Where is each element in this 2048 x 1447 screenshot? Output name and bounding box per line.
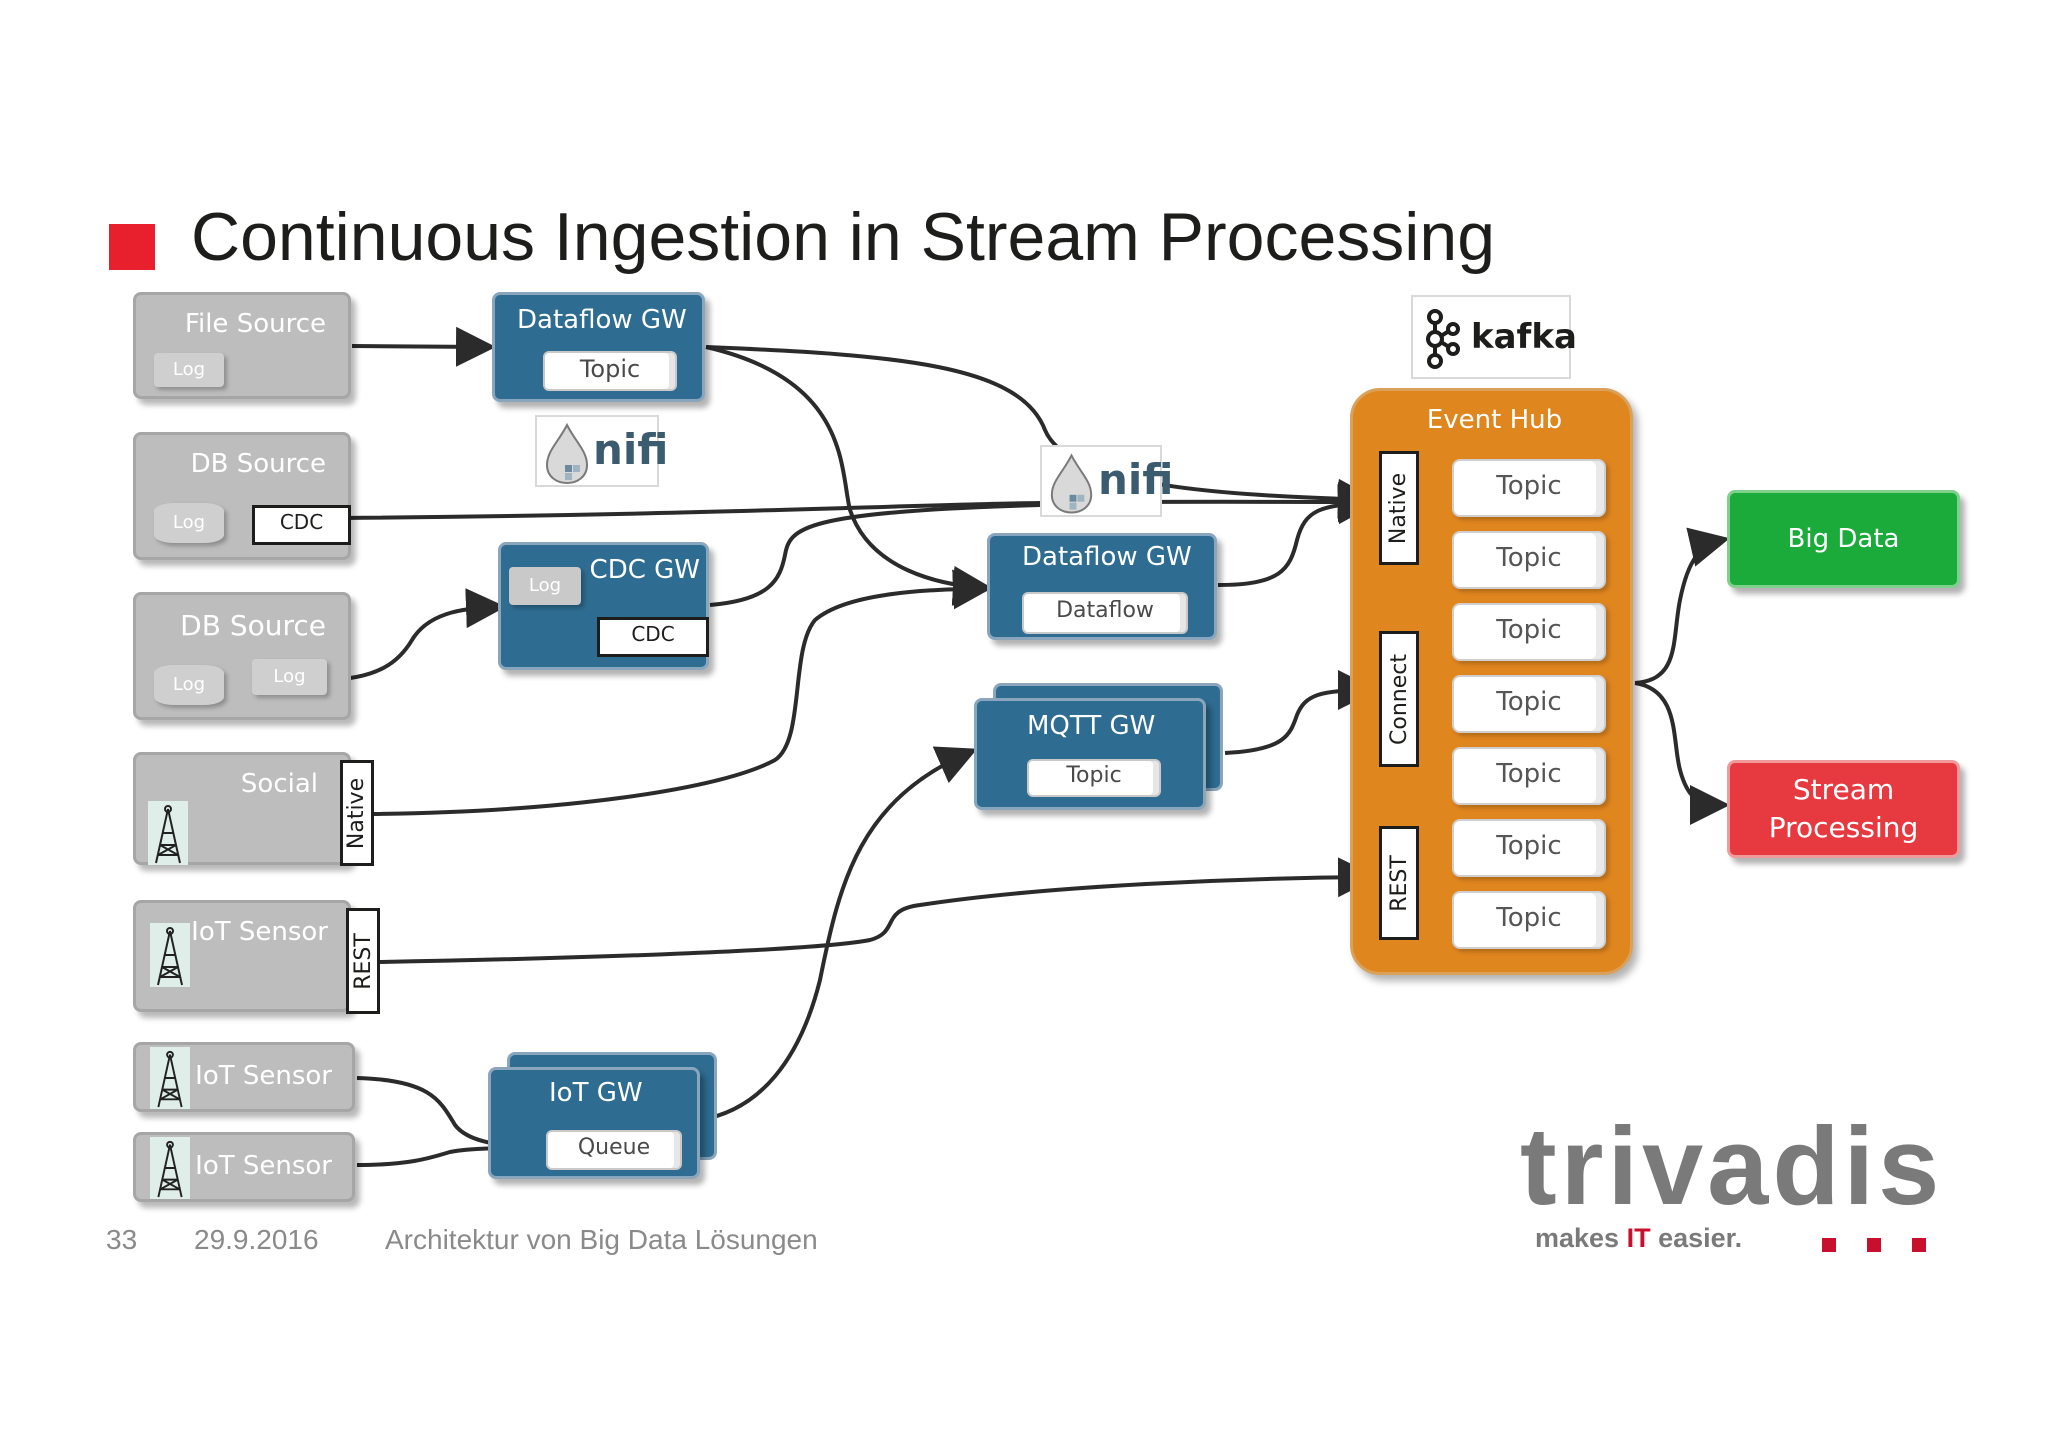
iot-sensor-1-tower-icon bbox=[150, 923, 190, 987]
iot-rest-tag: REST bbox=[346, 908, 380, 1014]
dataflow-gw-2-label: Dataflow GW bbox=[1022, 542, 1192, 572]
hub-topic-6: Topic bbox=[1452, 819, 1606, 877]
iot-rest-label: REST bbox=[350, 932, 376, 990]
db-source-1-cdc: CDC bbox=[252, 505, 351, 545]
iot-sensor-3-label: IoT Sensor bbox=[195, 1151, 332, 1181]
cdc-gw-label: CDC GW bbox=[589, 555, 700, 585]
db-source-1-label: DB Source bbox=[190, 449, 326, 479]
kafka-logo-text: kafka bbox=[1471, 317, 1577, 357]
arrow-iotgw-to-mqtt bbox=[699, 746, 978, 1122]
nifi-logo-2-text: nifi bbox=[1098, 455, 1174, 504]
arrow-iot-to-rest bbox=[377, 857, 1378, 964]
db-source-2-label: DB Source bbox=[180, 609, 326, 642]
dataflow-gw-1: Dataflow GW Topic bbox=[492, 292, 705, 402]
big-data-box: Big Data bbox=[1727, 490, 1960, 588]
event-hub: Event Hub Native Connect REST Topic Topi… bbox=[1350, 388, 1633, 975]
db-source-2: DB Source Log Log bbox=[133, 592, 351, 720]
tagline-part-1: makes bbox=[1535, 1223, 1627, 1253]
trivadis-logo: trivadis bbox=[1520, 1105, 1944, 1228]
nifi-drop-icon bbox=[545, 422, 589, 485]
arrow-cdcgw-to-nifi bbox=[709, 503, 1041, 607]
hub-native-label: Native bbox=[1386, 472, 1412, 544]
tagline-part-2: easier. bbox=[1650, 1223, 1743, 1253]
slide-date: 29.9.2016 bbox=[194, 1224, 319, 1255]
dataflow-gw-2: Dataflow GW Dataflow bbox=[987, 533, 1217, 640]
page-number: 33 bbox=[106, 1224, 138, 1255]
iot-gw-queue: Queue bbox=[546, 1130, 682, 1170]
slide-title: Continuous Ingestion in Stream Processin… bbox=[191, 199, 1496, 275]
arrow-db2-to-cdcgw bbox=[321, 588, 506, 682]
event-hub-label: Event Hub bbox=[1426, 405, 1563, 435]
iot-sensor-2-label: IoT Sensor bbox=[195, 1061, 332, 1091]
db-source-1-log: Log bbox=[154, 503, 224, 543]
hub-topic-3: Topic bbox=[1452, 603, 1606, 661]
file-source-label: File Source bbox=[184, 309, 326, 339]
trivadis-tagline: makes IT easier. bbox=[1535, 1223, 1742, 1254]
iot-sensor-2: IoT Sensor bbox=[133, 1042, 355, 1112]
dataflow-gw-2-item: Dataflow bbox=[1022, 592, 1188, 634]
cdc-gw-cdc: CDC bbox=[597, 617, 709, 657]
mqtt-gw-label: MQTT GW bbox=[1027, 711, 1156, 741]
hub-topic-2: Topic bbox=[1452, 531, 1606, 589]
iot-gw-label: IoT GW bbox=[549, 1078, 643, 1108]
social-native-label: Native bbox=[344, 777, 370, 849]
hub-topic-7: Topic bbox=[1452, 891, 1606, 949]
nifi-logo-2: nifi bbox=[1040, 445, 1173, 517]
db-source-1: DB Source Log CDC bbox=[133, 432, 351, 560]
social-tower-icon bbox=[148, 801, 188, 865]
stream-processing-box: Stream Processing bbox=[1727, 760, 1960, 858]
nifi-logo-1: nifi bbox=[535, 415, 668, 487]
tagline-it: IT bbox=[1626, 1223, 1651, 1253]
hub-native-interface: Native bbox=[1379, 451, 1419, 565]
arrow-dataflow2-to-native bbox=[1217, 484, 1378, 587]
dataflow-gw-1-label: Dataflow GW bbox=[517, 305, 687, 335]
hub-topic-5: Topic bbox=[1452, 747, 1606, 805]
mqtt-gw-topic: Topic bbox=[1027, 759, 1161, 797]
iot-sensor-1: IoT Sensor bbox=[133, 900, 351, 1012]
iot-sensor-3-tower-icon bbox=[150, 1137, 190, 1199]
cdc-gw-log: Log bbox=[509, 567, 581, 605]
db-source-2-log-1: Log bbox=[154, 665, 224, 705]
social-source: Social bbox=[133, 752, 351, 865]
nifi-logo-1-text: nifi bbox=[593, 425, 669, 474]
iot-gw: IoT GW Queue bbox=[488, 1067, 700, 1179]
title-bullet bbox=[109, 224, 155, 270]
social-label: Social bbox=[240, 769, 318, 799]
trivadis-dot-1 bbox=[1822, 1238, 1836, 1252]
arrow-hub-to-streamprocessing bbox=[1634, 681, 1730, 825]
file-source: File Source Log bbox=[133, 292, 351, 399]
hub-topic-4: Topic bbox=[1452, 675, 1606, 733]
arrow-db-cdc-to-native bbox=[343, 481, 1378, 522]
hub-rest-label: REST bbox=[1386, 854, 1412, 912]
dataflow-gw-1-topic: Topic bbox=[543, 351, 677, 391]
hub-topic-1: Topic bbox=[1452, 459, 1606, 517]
social-native-tag: Native bbox=[340, 760, 374, 866]
arrow-dataflow1-to-native bbox=[705, 345, 1378, 519]
trivadis-dot-3 bbox=[1912, 1238, 1926, 1252]
hub-connect-label: Connect bbox=[1386, 653, 1412, 745]
nifi-drop-icon-2 bbox=[1050, 453, 1093, 514]
hub-rest-interface: REST bbox=[1379, 826, 1419, 940]
db-source-2-log-2: Log bbox=[252, 659, 327, 695]
mqtt-gw: MQTT GW Topic bbox=[974, 698, 1206, 810]
kafka-icon bbox=[1426, 309, 1460, 369]
arrow-dataflow1-to-dataflow2 bbox=[705, 345, 993, 606]
arrow-mqtt-to-connect bbox=[1224, 670, 1378, 755]
iot-sensor-1-label: IoT Sensor bbox=[191, 917, 328, 947]
hub-connect-interface: Connect bbox=[1379, 631, 1419, 767]
cdc-gw: CDC GW Log CDC bbox=[498, 542, 709, 670]
iot-sensor-2-tower-icon bbox=[150, 1047, 190, 1109]
arrow-hub-to-bigdata bbox=[1634, 527, 1730, 685]
iot-sensor-3: IoT Sensor bbox=[133, 1132, 355, 1202]
kafka-logo: kafka bbox=[1411, 295, 1577, 379]
file-source-log: Log bbox=[154, 353, 224, 387]
footer-text: Architektur von Big Data Lösungen bbox=[385, 1224, 818, 1255]
trivadis-dot-2 bbox=[1867, 1238, 1881, 1252]
arrow-social-to-dataflow2 bbox=[371, 569, 993, 816]
arrow-file-to-dataflow bbox=[351, 326, 496, 367]
